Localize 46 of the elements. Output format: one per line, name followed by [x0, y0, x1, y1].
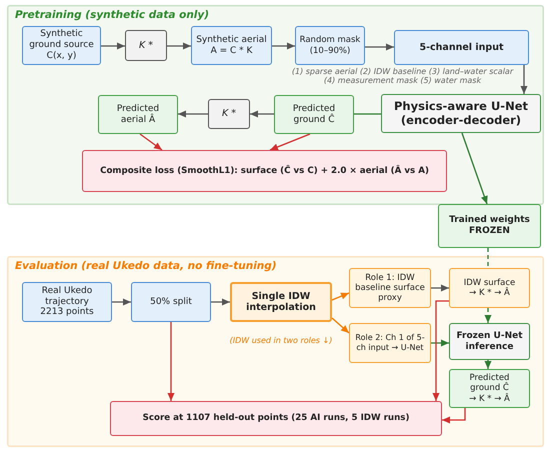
channel-caption: (1) sparse aerial (2) IDW baseline (3) land–water scalar (4) measurement mask (5) water mask	[290, 67, 514, 86]
arrow	[484, 360, 492, 369]
process-box: 50% split	[131, 282, 211, 322]
arrow	[332, 318, 350, 334]
weights-box: Trained weights FROZEN	[438, 204, 541, 248]
process-box: Role 1: IDW baseline surface proxy	[349, 268, 431, 308]
process-box: Real Ukedo trajectory 2213 points	[22, 282, 112, 322]
process-box: Random mask (10–90%)	[295, 26, 365, 65]
operator-box: K *	[208, 99, 250, 129]
arrow	[484, 308, 492, 323]
loss-box: Composite loss (SmoothL1): surface (Ĉ vs C) + 2.0 × aerial (Â vs A)	[82, 150, 447, 192]
arrow	[168, 322, 174, 401]
arrow	[431, 284, 449, 292]
arrow	[101, 42, 125, 50]
arrow	[112, 298, 131, 306]
model-box: Frozen U-Net inference	[449, 323, 530, 360]
arrow	[272, 42, 295, 50]
output-box: Predicted ground Ĉ → K * → Â	[449, 369, 530, 408]
model-box: Physics-aware U-Net (encoder-decoder)	[381, 94, 541, 133]
process-box: Single IDW interpolation	[230, 282, 332, 322]
connector-line	[354, 113, 381, 115]
process-box: Role 2: Ch 1 of 5-ch input → U-Net	[349, 323, 431, 363]
output-box: Predicted ground Ĉ	[274, 95, 354, 134]
process-box: Synthetic aerial A = C * K	[191, 26, 272, 65]
arrow	[461, 132, 488, 204]
section-title: Evaluation (real Ukedo data, no fine-tuning)	[15, 260, 277, 272]
arrow	[211, 298, 230, 306]
section-title: Pretraining (synthetic data only)	[15, 9, 210, 21]
operator-box: K *	[125, 30, 167, 61]
arrow	[140, 133, 162, 151]
arrow	[442, 408, 466, 424]
arrow	[250, 110, 274, 118]
arrow	[431, 340, 449, 346]
arrow	[167, 42, 191, 50]
output-box: Predicted aerial Â	[98, 95, 178, 134]
connector-line	[487, 248, 489, 268]
process-box: IDW surface → K * → Â	[449, 268, 530, 308]
annotation-note: (IDW used in two roles ↓)	[228, 336, 334, 346]
arrow	[520, 65, 528, 94]
arrow	[178, 110, 208, 118]
arrow	[365, 44, 394, 50]
process-box: Synthetic ground source C(x, y)	[22, 26, 101, 65]
arrow	[432, 300, 449, 401]
arrow	[332, 292, 350, 301]
input-box: 5-channel input	[394, 30, 529, 65]
score-box: Score at 1107 held-out points (25 AI runs, 5 IDW runs)	[110, 401, 442, 436]
